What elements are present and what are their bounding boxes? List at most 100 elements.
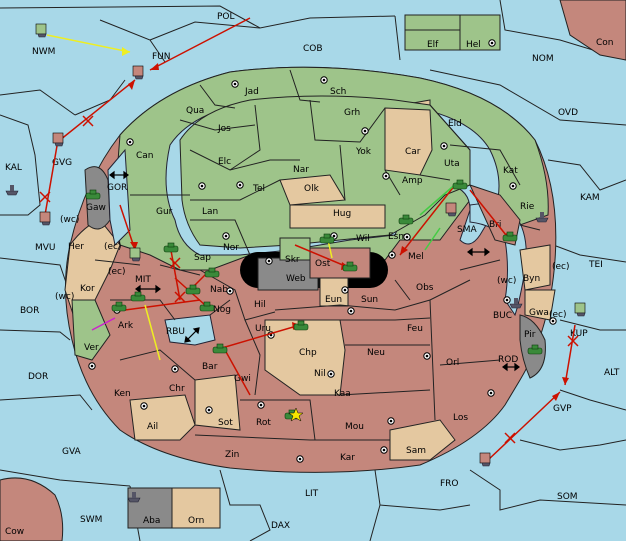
sc-yok: [382, 172, 390, 180]
label-uta: Uta: [444, 159, 460, 169]
label-ec-byn: (ec): [552, 262, 570, 272]
army-nog: [199, 301, 215, 312]
sc-nor: [222, 232, 230, 240]
label-zin: Zin: [225, 450, 239, 460]
label-alt: ALT: [604, 368, 620, 378]
label-wc-kor: (wc): [55, 292, 74, 302]
label-wil: Wil: [356, 234, 370, 244]
sea-rbu[interactable]: [164, 314, 216, 346]
label-car: Car: [405, 147, 421, 157]
sc-kaa: [327, 370, 335, 378]
sc-ail: [140, 402, 148, 410]
army-bri: [502, 231, 518, 242]
label-elf: Elf: [427, 40, 439, 50]
label-mou: Mou: [345, 422, 364, 432]
army-ark: [111, 301, 127, 312]
sc-sam: [380, 446, 388, 454]
label-bar: Bar: [202, 362, 218, 372]
sc-uta: [440, 142, 448, 150]
fleet-gvg: [52, 132, 64, 147]
army-wil: [319, 233, 335, 244]
sc-nab: [226, 287, 234, 295]
label-chr: Chr: [169, 384, 185, 394]
label-ken: Ken: [114, 389, 131, 399]
sc-elc: [198, 182, 206, 190]
region-cow[interactable]: [0, 477, 64, 541]
label-elc: Elc: [218, 157, 231, 167]
region-bri[interactable]: [469, 184, 521, 246]
region-sot[interactable]: [194, 374, 241, 431]
army-esm: [398, 214, 414, 225]
sc-rot: [257, 401, 265, 409]
label-tei: TEI: [588, 260, 603, 270]
region-orn[interactable]: [171, 487, 221, 529]
label-nog: Nog: [213, 305, 231, 315]
label-los: Los: [453, 413, 468, 423]
label-gwi: Gwi: [234, 374, 251, 384]
label-web: Web: [286, 274, 306, 284]
fleet-sma: [445, 202, 457, 217]
label-gur: Gur: [156, 207, 173, 217]
region-con[interactable]: [559, 0, 626, 61]
label-chp: Chp: [299, 348, 317, 358]
label-swm: SWM: [80, 515, 102, 525]
label-nwm: NWM: [32, 47, 55, 57]
label-ost: Ost: [315, 259, 331, 269]
label-kar: Kar: [340, 453, 355, 463]
label-neu: Neu: [367, 348, 385, 358]
sc-grh: [361, 127, 369, 135]
label-jad: Jad: [244, 87, 259, 97]
region-ost[interactable]: [309, 247, 371, 279]
region-elf-hel[interactable]: [404, 14, 501, 51]
label-ec-kor: (ec): [108, 267, 126, 277]
label-gaw: Gaw: [86, 203, 106, 213]
region-byn[interactable]: [519, 244, 551, 291]
sc-sch: [320, 76, 328, 84]
label-nor: Nor: [223, 243, 239, 253]
label-kat: Kat: [503, 166, 518, 176]
label-sam: Sam: [406, 446, 426, 456]
label-jos: Jos: [217, 124, 231, 134]
label-pol: POL: [217, 12, 235, 22]
label-cob: COB: [303, 44, 323, 54]
label-rbu: RBU: [166, 327, 185, 337]
label-ail: Ail: [147, 422, 158, 432]
sc-feu: [423, 352, 431, 360]
label-kal: KAL: [5, 163, 22, 173]
label-ark: Ark: [118, 321, 134, 331]
label-gva: GVA: [62, 447, 82, 457]
label-pir: Pir: [524, 330, 536, 340]
label-wc-byn: (wc): [497, 276, 516, 286]
label-cow: Cow: [5, 527, 24, 537]
label-rie: Rie: [520, 202, 535, 212]
fleet-aba: [127, 492, 141, 503]
fleet-mvu: [39, 211, 51, 226]
sc-kat: [509, 182, 517, 190]
region-ail[interactable]: [129, 394, 196, 441]
region-ver[interactable]: [71, 299, 111, 361]
sc-orl: [487, 389, 495, 397]
label-sma: SMA: [457, 225, 477, 235]
label-obs: Obs: [416, 283, 434, 293]
label-fun: FUN: [152, 52, 171, 62]
sc-ver: [88, 362, 96, 370]
units: [5, 23, 586, 503]
label-grh: Grh: [344, 108, 360, 118]
region-sam[interactable]: [389, 419, 456, 461]
sc-hel: [488, 39, 496, 47]
label-bor: BOR: [20, 306, 39, 316]
army-sap-a: [163, 242, 179, 253]
label-uru: Uru: [255, 324, 271, 334]
label-amp: Amp: [402, 176, 423, 186]
orders: [39, 17, 579, 461]
sc-chr: [171, 365, 179, 373]
fleet-nwm: [35, 23, 47, 38]
sc-jad: [231, 80, 239, 88]
label-fro: FRO: [440, 479, 459, 489]
fleet-rie: [535, 212, 549, 223]
label-her: Her: [68, 242, 84, 252]
label-orl: Orl: [446, 358, 459, 368]
label-qua: Qua: [186, 106, 204, 116]
army-nab-b: [185, 284, 201, 295]
